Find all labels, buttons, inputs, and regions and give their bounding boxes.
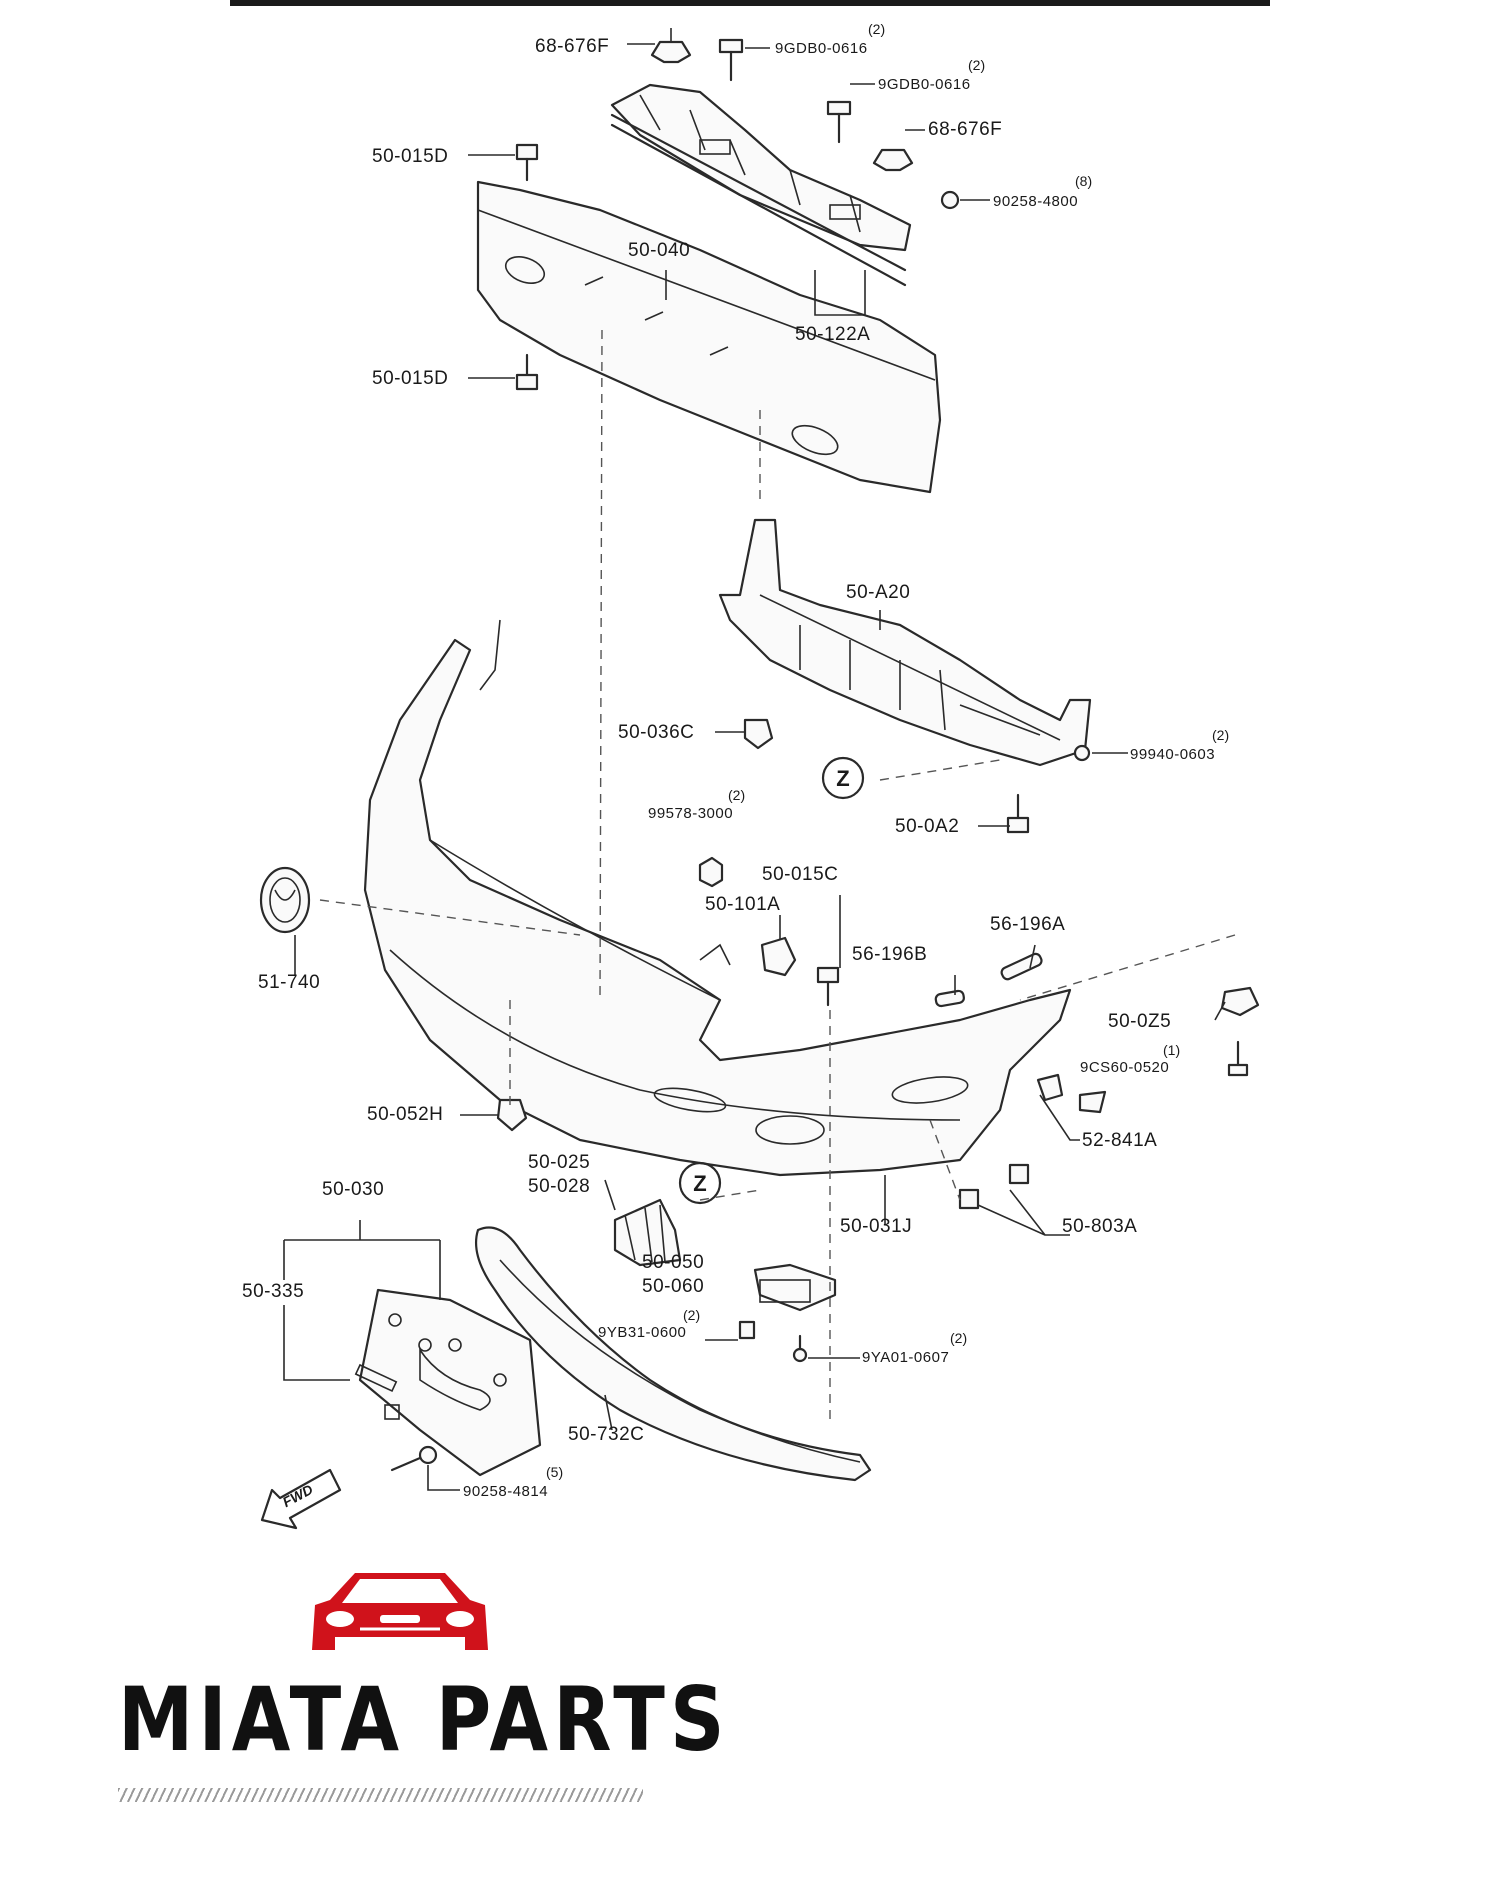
label-51-740: 51-740 [258,972,320,993]
label-50-0A2: 50-0A2 [895,816,959,837]
label-50-732C: 50-732C [568,1424,644,1445]
clip-50-052H[interactable] [496,1098,528,1132]
alignment-line [599,329,603,1001]
label-50-803A: 50-803A [1062,1216,1137,1237]
bolt-50-015D-top[interactable] [515,143,539,182]
label-50-060: 50-060 [642,1276,704,1297]
label-90258-4800: 90258-4800 [993,193,1078,210]
label-50-050: 50-050 [642,1252,704,1273]
label-9CS60-0520: 9CS60-0520 [1080,1059,1169,1076]
clip-50-0Z5[interactable] [1220,986,1260,1017]
bumper-reinforcement-50-122A[interactable] [610,83,912,287]
alignment-line [879,759,1001,781]
bolt-50-015C[interactable] [816,966,840,1007]
top-border-bar [230,0,1270,6]
label-50-015D-bottom: 50-015D [372,368,448,389]
svg-text:(8): (8) [1075,173,1092,189]
label-50-A20: 50-A20 [846,582,910,603]
label-50-036C: 50-036C [618,722,694,743]
alignment-line [929,1119,961,1201]
alignment-line [699,1189,761,1201]
side-marker-56-196A[interactable] [1000,952,1043,981]
leader-lines [283,43,1226,1491]
svg-text:(2): (2) [968,57,985,73]
bolt-9GDB0-0616-b[interactable] [826,100,852,144]
label-50-052H: 50-052H [367,1104,443,1125]
label-9YB31-0600: 9YB31-0600 [598,1324,686,1341]
svg-text:Z: Z [693,1171,706,1196]
label-50-025: 50-025 [528,1152,590,1173]
label-90258-4814: 90258-4814 [463,1483,548,1500]
label-50-101A: 50-101A [705,894,780,915]
svg-text:(2): (2) [868,21,885,37]
zone-marker-lower: Z [678,1161,722,1205]
label-9GDB0-0616-b: 9GDB0-0616 [878,76,971,93]
label-9GDB0-0616-a: 9GDB0-0616 [775,40,868,57]
label-50-031J: 50-031J [840,1216,912,1237]
clip-68-676F-top[interactable] [650,28,692,64]
brand-underline [118,1788,643,1802]
label-50-015C: 50-015C [762,864,838,885]
part-labels: 68-676F (2) 9GDB0-0616 (2) 9GDB0-0616 68… [242,21,1229,1500]
label-50-0Z5: 50-0Z5 [1108,1011,1171,1032]
brand-wordmark: MIATA PARTS [118,1668,730,1771]
bumper-absorber-50-040[interactable] [476,180,942,494]
clip-68-676F-right[interactable] [872,148,914,172]
label-50-040: 50-040 [628,240,690,261]
bolt-50-015D-bottom[interactable] [515,353,539,391]
emblem-51-740[interactable] [259,866,311,934]
lower-lip-spoiler-50-732C[interactable] [474,1226,872,1482]
clip-50-101A[interactable] [760,936,797,977]
car-logo-icon [312,1573,488,1650]
label-56-196B: 56-196B [852,944,927,965]
alignment-line [319,899,581,936]
bracket-50-050[interactable] [753,1263,837,1312]
bolt-50-0A2[interactable] [1006,793,1030,834]
label-52-841A: 52-841A [1082,1130,1157,1151]
label-68-676F-right: 68-676F [928,119,1002,140]
label-56-196A: 56-196A [990,914,1065,935]
label-50-028: 50-028 [528,1176,590,1197]
forward-arrow-icon: FWD [260,1468,342,1530]
label-68-676F-top: 68-676F [535,36,609,57]
svg-text:(2): (2) [1212,727,1229,743]
air-duct-50-025[interactable] [613,1198,682,1267]
svg-text:(1): (1) [1163,1042,1180,1058]
rivet-90258-4814[interactable] [390,1445,438,1472]
label-50-122A: 50-122A [795,324,870,345]
label-99940-0603: 99940-0603 [1130,746,1215,763]
clip-9YB31-0600[interactable] [738,1320,756,1340]
alignment-line [1019,934,1236,1001]
svg-text:(2): (2) [728,787,745,803]
license-plate-bracket-50-030[interactable] [354,1288,542,1477]
clip-52-841A[interactable] [1036,1073,1107,1114]
clip-50-036C[interactable] [743,718,774,750]
side-marker-56-196B[interactable] [934,989,965,1008]
clip-50-803A[interactable] [958,1163,1030,1210]
svg-text:(5): (5) [546,1464,563,1480]
label-99578-3000: 99578-3000 [648,805,733,822]
svg-text:(2): (2) [950,1330,967,1346]
label-50-335: 50-335 [242,1281,304,1302]
nut-99940-0603[interactable] [1073,744,1091,762]
svg-text:(2): (2) [683,1307,700,1323]
zone-marker-upper: Z [821,756,865,800]
nut-90258-4800[interactable] [940,190,960,210]
bumper-bracket-50-A20[interactable] [718,518,1092,767]
screw-9YA01-0607[interactable] [792,1334,808,1363]
label-50-030: 50-030 [322,1179,384,1200]
label-50-015D-top: 50-015D [372,146,448,167]
bolt-9GDB0-0616-a[interactable] [718,38,744,82]
screw-9CS60-0520[interactable] [1227,1040,1249,1077]
front-bumper-cover-50-031J[interactable] [363,619,1072,1177]
label-9YA01-0607: 9YA01-0607 [862,1349,949,1366]
nut-99578-3000[interactable] [698,856,724,888]
svg-text:Z: Z [836,766,849,791]
